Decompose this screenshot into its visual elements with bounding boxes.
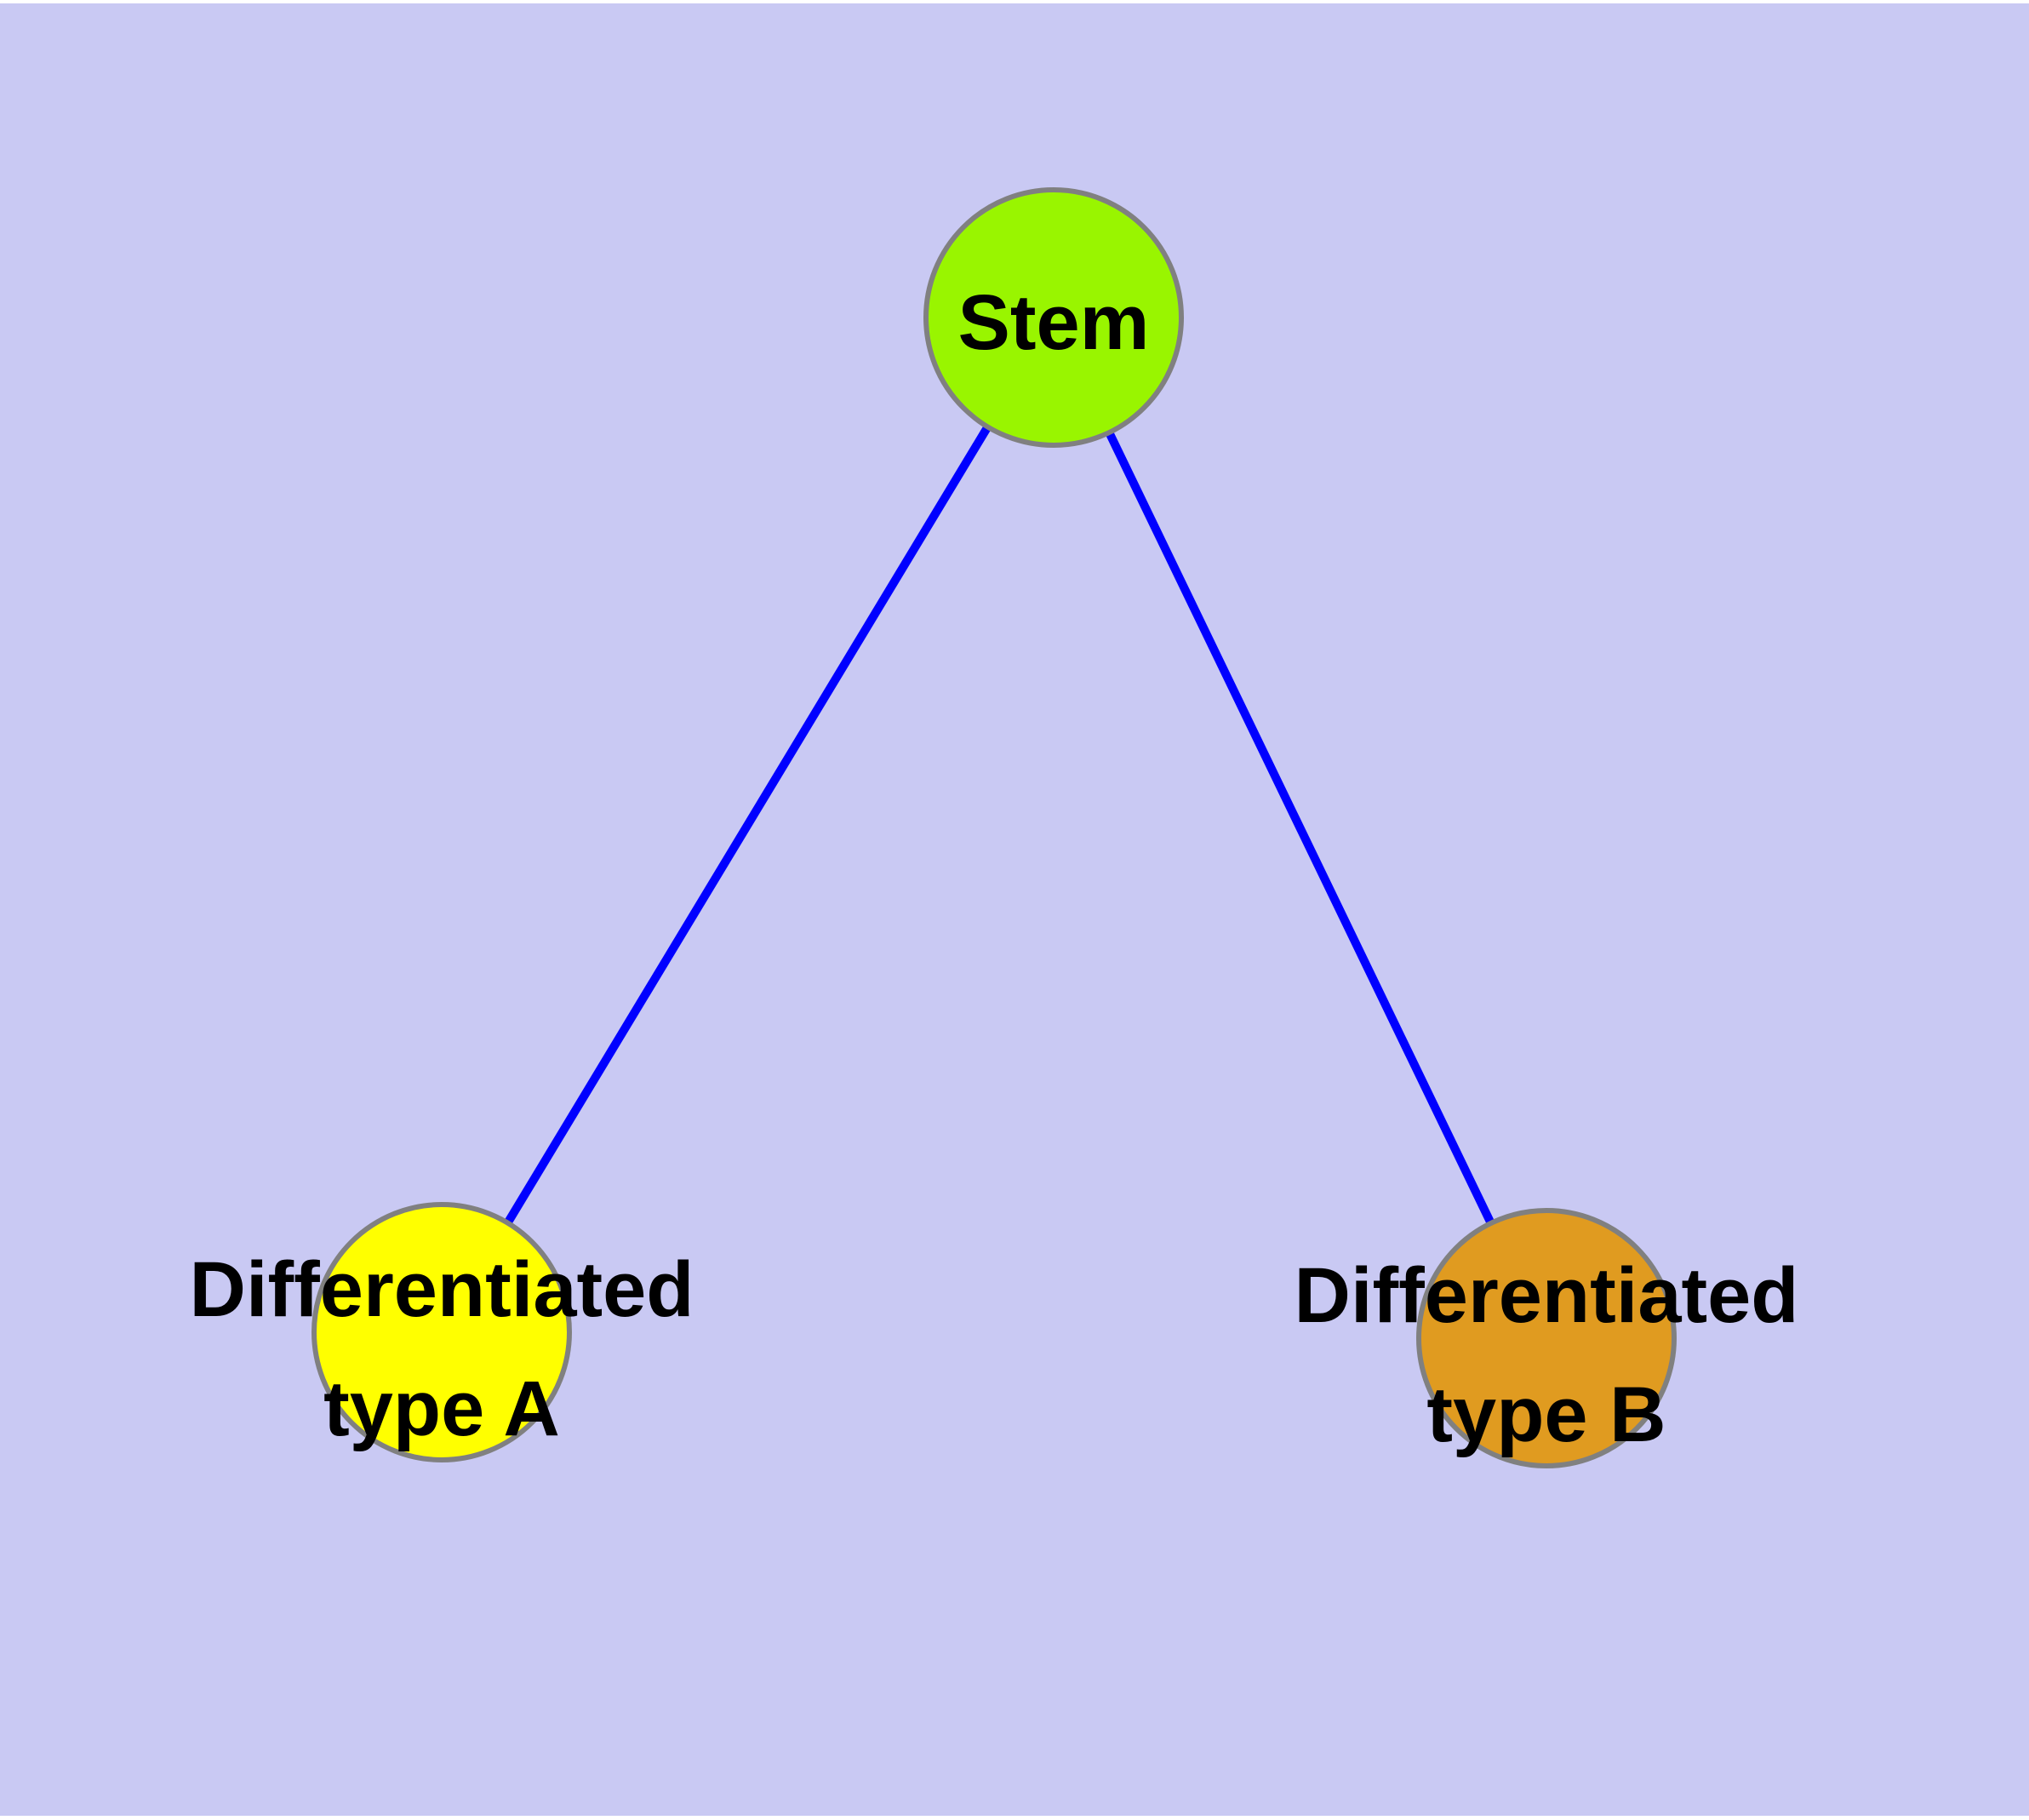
edge-stem-to-type-a [437,315,1058,1335]
differentiated-type-b-label-line1: Differentiated [1295,1252,1799,1339]
differentiated-type-a-label-line1: Differentiated [190,1246,694,1333]
differentiated-type-b-label-line2: type B [1426,1371,1666,1458]
edge-stem-to-type-b [1049,315,1551,1341]
differentiated-type-a-node [311,1202,572,1462]
stem-node [923,187,1184,448]
differentiated-type-b-node [1416,1208,1677,1468]
stem-node-label: Stem [958,279,1150,366]
differentiated-type-a-label-line2: type A [323,1365,560,1452]
